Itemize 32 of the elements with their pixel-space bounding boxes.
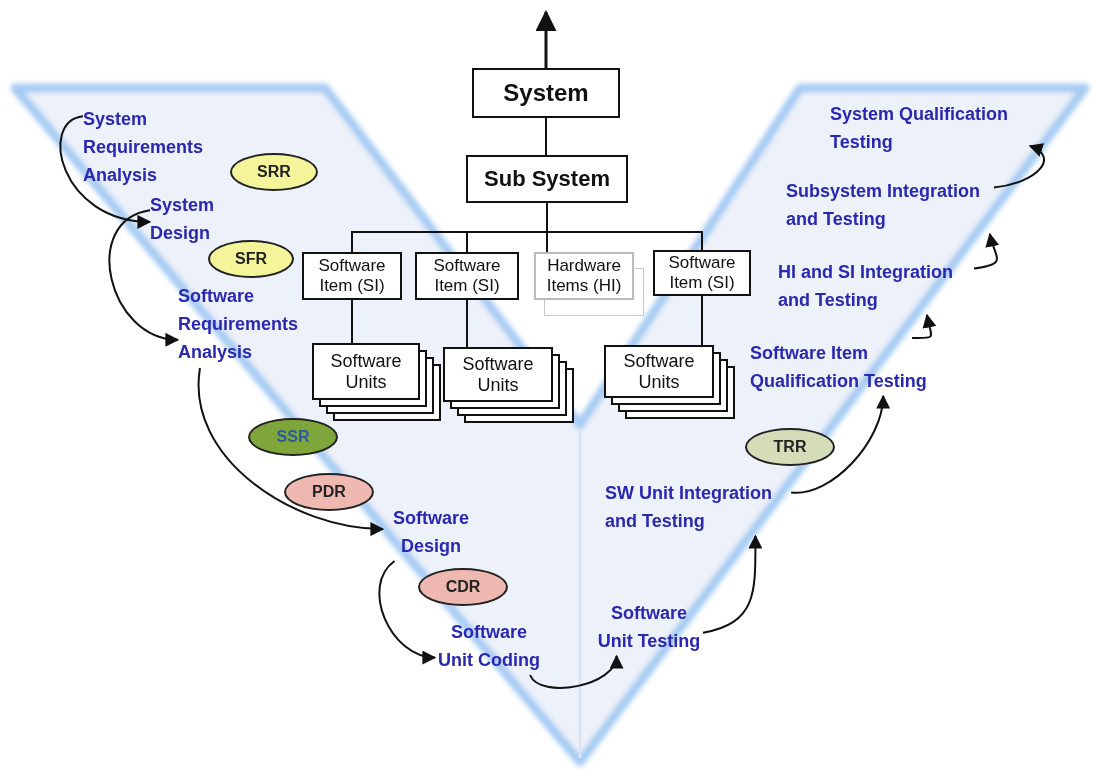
connector-line <box>701 295 703 346</box>
phase-label: Software Unit Testing <box>595 598 703 656</box>
item-box: Software Item (SI) <box>415 252 519 300</box>
curved-arrow <box>197 367 385 536</box>
phase-label: System Qualification Testing <box>830 98 1030 158</box>
curved-arrow <box>378 560 437 663</box>
item-box: Software Item (SI) <box>653 250 751 296</box>
connector-line <box>466 299 468 348</box>
curved-arrow <box>993 144 1045 189</box>
curved-arrow <box>702 534 763 634</box>
connector-line <box>546 202 703 251</box>
phase-label: Subsystem Integration and Testing <box>786 176 994 234</box>
curved-arrow <box>973 232 1000 270</box>
arrow <box>535 9 557 68</box>
curved-arrow <box>911 313 937 340</box>
curved-arrow <box>108 209 180 345</box>
curved-arrow <box>529 654 621 689</box>
phase-label: Software Item Qualification Testing <box>750 338 972 396</box>
phase-label: HI and SI Integration and Testing <box>778 257 974 315</box>
phase-label: Software Unit Coding <box>435 617 543 675</box>
review-ellipse: SSR <box>248 418 338 456</box>
item-box: Software Item (SI) <box>302 252 402 300</box>
phase-label: Software Requirements Analysis <box>178 280 300 368</box>
connector-line <box>545 117 547 156</box>
system-box: System <box>472 68 620 118</box>
subsystem-box: Sub System <box>466 155 628 203</box>
phase-label: SW Unit Integration and Testing <box>605 478 793 536</box>
phase-label: Software Design <box>383 503 479 561</box>
phase-label: System Requirements Analysis <box>83 103 223 191</box>
review-ellipse: PDR <box>284 473 374 511</box>
curved-arrow <box>59 115 152 228</box>
connector-line <box>351 299 353 344</box>
